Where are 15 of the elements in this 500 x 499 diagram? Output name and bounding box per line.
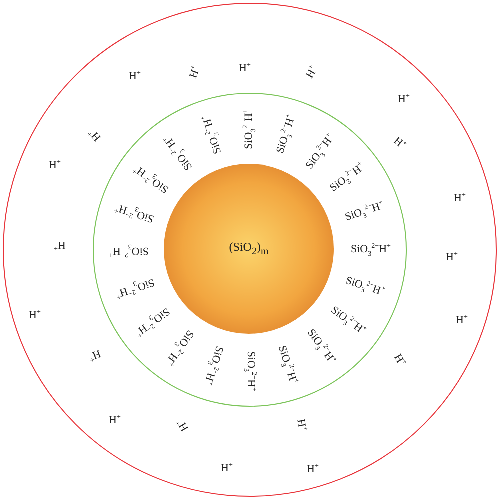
counter-ion-label: H$^{+}$ [307, 462, 319, 476]
counter-ion-label: H$^{+}$ [454, 192, 466, 204]
counter-ion-label: H$^{+}$ [398, 92, 410, 106]
counter-ion-label: H$^{+}$ [109, 414, 121, 426]
counter-ion-label: H$^{+}$ [456, 314, 468, 326]
diffuse-layer-circle [3, 3, 497, 497]
counter-ion-label: H$^{+}$ [29, 308, 41, 322]
adsorption-layer-circle [92, 92, 406, 406]
surface-ion-label: SiO$_{3}$$^{2−}$H$^{+}$ [351, 242, 391, 258]
counter-ion-label: H$^{+}$ [129, 70, 141, 82]
core-label: (SiO$_{2}$)$_{m}$ [229, 240, 269, 258]
counter-ion-label: H$^{+}$ [446, 250, 458, 264]
counter-ion-label: H$^{+}$ [221, 462, 233, 474]
counter-ion-label: H$^{+}$ [49, 158, 61, 172]
counter-ion-label: H$^{+}$ [239, 62, 251, 74]
